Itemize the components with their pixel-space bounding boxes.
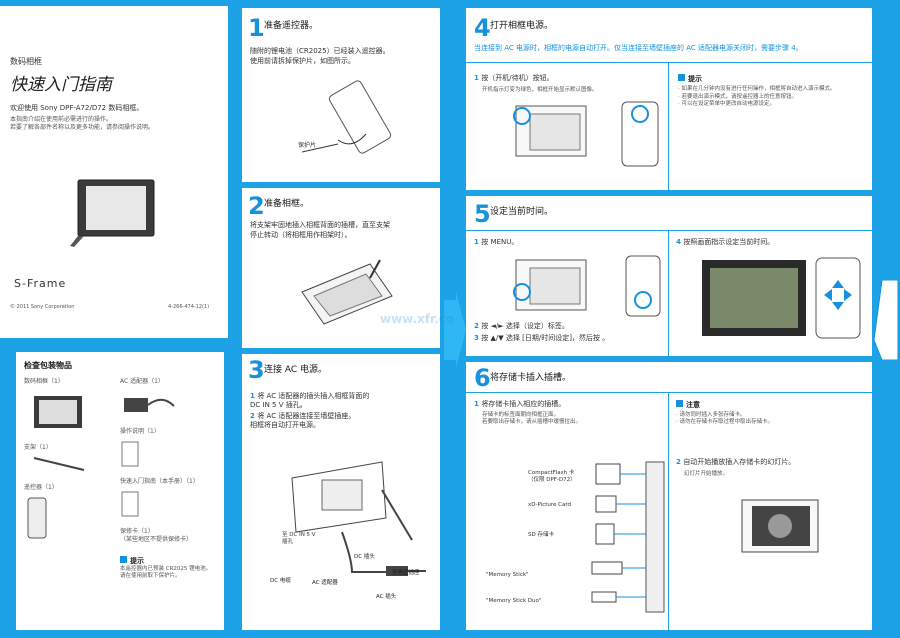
contents-item-remote: 遥控器（1） [24,484,58,491]
contents-panel: 检查包装物品 数码相框（1） AC 适配器（1） 支架（1） 操作说明（1） 遥… [16,352,224,630]
step4-hint-title: 提示 [678,74,702,84]
cover-title: 快速入门指南 [10,75,112,95]
label-dccord: DC 电缆 [270,578,291,584]
cover-category: 数码相框 [10,57,42,66]
document-code: 4-266-474-12(1) [168,304,210,310]
cover-intro: 本指南介绍在使用前必需进行的操作。 若要了解各部件名称以及更多功能，请参阅操作说… [10,116,155,131]
contents-tip-text: 本遥控器内已预装 CR2025 锂电池。 请在使用前取下保护片。 [120,566,212,579]
step6-note-text: · 请勿同时插入多张存储卡。 · 请勿在存储卡存取过程中取出存储卡。 [676,412,773,425]
step3-sub2: 2 将 AC 适配器连接至墙壁插座。 相框将自动打开电源。 [250,412,356,429]
contents-item-warranty: 保修卡（1） （某些地区不提供保修卡） [120,528,193,543]
step5-sub4: 4 按照画面指示设定当前时间。 [676,238,775,246]
step5-sub2: 2 按 ◄/► 选择（设定）标签。 [474,322,569,330]
memory-card-slots-illustration [591,461,665,613]
step6-title: 将存储卡插入插槽。 [490,373,572,383]
contents-tip-title: 提示 [120,556,144,566]
step5-number: 5 [474,200,491,228]
hint-icon [678,74,685,81]
contents-item-quickstart: 快速入门指南（本手册）（1） [120,478,199,485]
label-dcin: 至 DC IN 5 V 插孔 [282,532,316,545]
step5-title: 设定当前时间。 [490,207,554,217]
step6-sub1-detail: 存储卡的标签面朝向相框正面。 若要取出存储卡，请从插槽中缓慢拉出。 [482,412,582,425]
time-setting-screen-illustration [702,257,861,339]
step1-label-protect: 保护片 [298,142,317,149]
contents-title: 检查包装物品 [24,361,72,370]
ac-connection-illustration [291,461,426,576]
step1-panel: 1 准备遥控器。 随附的锂电池（CR2025）已经装入遥控器。 使用前请拆掉保护… [242,8,440,182]
step6-sub2-detail: 幻灯片开始播放。 [684,471,729,477]
sony-logo: SONY [10,11,53,25]
power-button-illustration [513,101,659,167]
stand-item-icon [33,457,85,471]
label-acplug: AC 插头 [376,594,397,600]
remote-item-icon [27,497,47,539]
sframe-logo: S-Frame [14,277,67,290]
step4-title: 打开相框电源。 [490,21,554,31]
photo-frame-illustration [70,179,155,247]
card-sd: SD 存储卡 [528,532,554,538]
step4-number: 4 [474,14,491,42]
contents-item-frame: 数码相框（1） [24,378,64,385]
contents-item-stand: 支架（1） [24,444,52,451]
step2-text: 将支架牢固地插入相框背面的插槽，直至支架 停止转动（将相框用作相架时）。 [250,221,390,239]
step6-sub1: 1 将存储卡插入相应的插槽。 [474,400,566,408]
copyright: © 2011 Sony Corporation [10,304,75,310]
step4-hint-text: · 如果在几分钟内没有进行任何操作，相框将自动进入演示模式。 · 若要退出演示模… [678,86,836,107]
step4-sub1: 1 按（开机/待机）按钮。 [474,74,554,82]
step4-panel: 4 打开相框电源。 当连接到 AC 电源时，相框的电源自动打开。仅当连接至墙壁插… [466,8,872,190]
cover-panel: SONY DPF-A72/D72 数码相框 快速入门指南 欢迎使用 Sony D… [0,0,228,338]
contents-item-adapter: AC 适配器（1） [120,378,164,385]
step2-panel: 2 准备相框。 将支架牢固地插入相框背面的插槽，直至支架 停止转动（将相框用作相… [242,188,440,348]
step6-panel: 6 将存储卡插入插槽。 1 将存储卡插入相应的插槽。 存储卡的标签面朝向相框正面… [466,362,872,630]
label-adapter: AC 适配器 [312,580,338,586]
cover-welcome: 欢迎使用 Sony DPF-A72/D72 数码相框。 [10,104,144,112]
stand-insert-illustration [301,259,393,325]
watermark: www.xfr.co [380,312,455,326]
step6-number: 6 [474,364,491,392]
step1-number: 1 [248,14,265,42]
step3-number: 3 [248,356,265,384]
note-icon [676,400,683,407]
label-outlet: 至墙壁插座 [392,570,420,576]
model-number: DPF-A72/D72 [160,13,212,21]
step4-text: 当连接到 AC 电源时，相框的电源自动打开。仅当连接至墙壁插座的 AC 适配器电… [474,44,803,52]
fold-arrow-icon [873,280,899,360]
slideshow-frame-illustration [741,499,819,553]
step3-title: 连接 AC 电源。 [264,365,328,375]
remote-protect-sheet-illustration [302,80,392,154]
menu-button-illustration [513,255,661,317]
label-dcplug: DC 插头 [354,554,375,560]
card-memory-stick: "Memory Stick" [486,572,529,578]
card-xd: xD-Picture Card [528,502,572,508]
step3-panel: 3 连接 AC 电源。 1 将 AC 适配器的插头插入相框背面的 DC IN 5… [242,354,440,630]
contents-item-manual: 操作说明（1） [120,428,160,435]
step5-panel: 5 设定当前时间。 1 按 MENU。 2 按 ◄/► 选择（设定）标签。 3 … [466,196,872,356]
step5-sub3: 3 按 ▲/▼ 选择 [日期/时间设定]，然后按 。 [474,334,610,342]
card-memory-stick-duo: "Memory Stick Duo" [486,598,542,604]
step6-sub2: 2 自动开始播放插入存储卡的幻灯片。 [676,458,796,466]
quickstart-item-icon [121,491,139,517]
step6-note-title: 注意 [676,400,700,410]
step2-number: 2 [248,192,265,220]
step1-text: 随附的锂电池（CR2025）已经装入遥控器。 使用前请拆掉保护片，如图所示。 [250,47,390,65]
frame-item-icon [34,396,82,428]
step5-sub1: 1 按 MENU。 [474,238,519,246]
next-arrow-icon [444,292,466,368]
adapter-item-icon [124,398,175,412]
manual-item-icon [121,441,139,467]
step3-sub1: 1 将 AC 适配器的插头插入相框背面的 DC IN 5 V 插孔。 [250,392,370,409]
step1-title: 准备遥控器。 [264,21,319,31]
step4-sub1-detail: 开机指示灯变为绿色，相框开始显示默认图像。 [482,87,598,93]
tip-icon [120,556,127,563]
step2-title: 准备相框。 [264,199,310,209]
card-compactflash: CompactFlash 卡 （仅限 DPF-D72） [528,470,576,483]
